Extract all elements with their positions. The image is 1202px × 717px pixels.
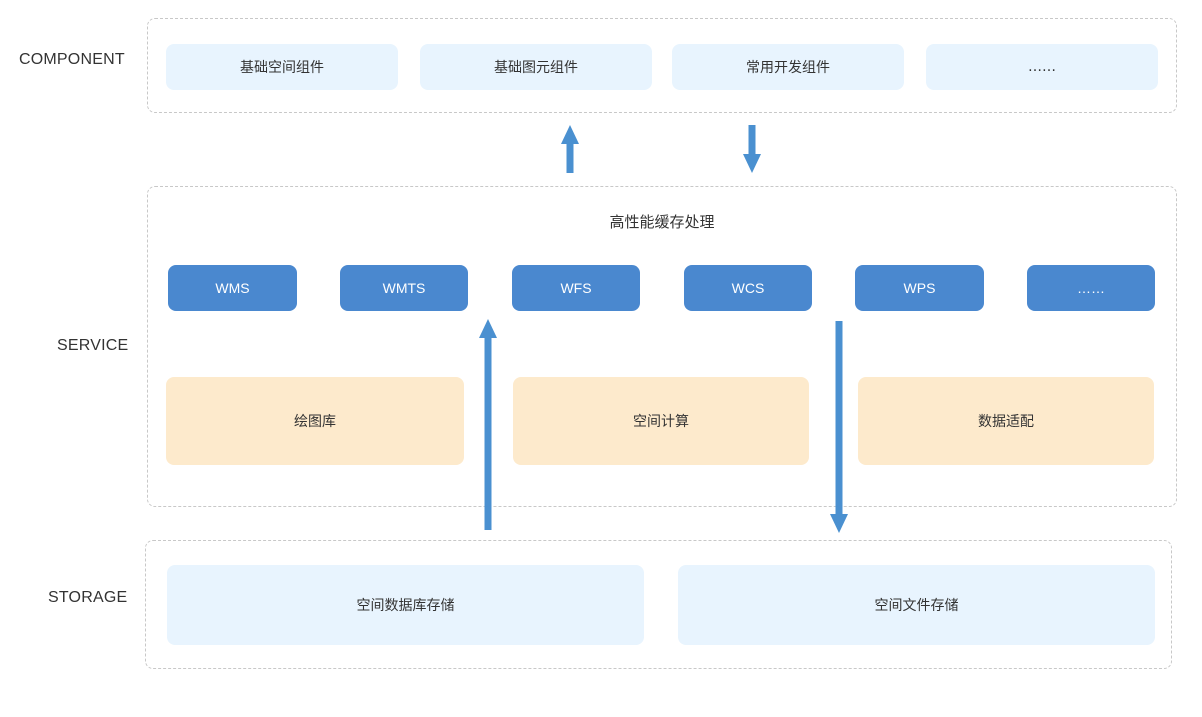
protocol-wms: WMS <box>168 265 297 311</box>
module-spatial-computing: 空间计算 <box>513 377 809 465</box>
arrow-up-from-storage <box>479 319 497 530</box>
storage-group <box>145 540 1172 669</box>
protocol-wcs: WCS <box>684 265 812 311</box>
arrow-down-to-service <box>743 125 761 173</box>
storage-spatial-database: 空间数据库存储 <box>167 565 644 645</box>
arrow-down-to-storage <box>830 321 848 533</box>
protocol-wps: WPS <box>855 265 984 311</box>
protocol-wfs: WFS <box>512 265 640 311</box>
module-drawing-library: 绘图库 <box>166 377 464 465</box>
service-layer-label: SERVICE <box>57 337 129 354</box>
component-item-dev: 常用开发组件 <box>672 44 904 90</box>
service-title: 高性能缓存处理 <box>609 213 715 231</box>
protocol-more: …… <box>1027 265 1155 311</box>
service-group <box>147 186 1177 507</box>
component-group <box>147 18 1177 113</box>
component-layer-label: COMPONENT <box>19 51 125 68</box>
storage-spatial-file: 空间文件存储 <box>678 565 1155 645</box>
component-item-more: …… <box>926 44 1158 90</box>
storage-layer-label: STORAGE <box>48 589 128 606</box>
arrow-up-to-component <box>561 125 579 173</box>
component-item-spatial: 基础空间组件 <box>166 44 398 90</box>
protocol-wmts: WMTS <box>340 265 468 311</box>
component-item-graphic: 基础图元组件 <box>420 44 652 90</box>
module-data-adapter: 数据适配 <box>858 377 1154 465</box>
